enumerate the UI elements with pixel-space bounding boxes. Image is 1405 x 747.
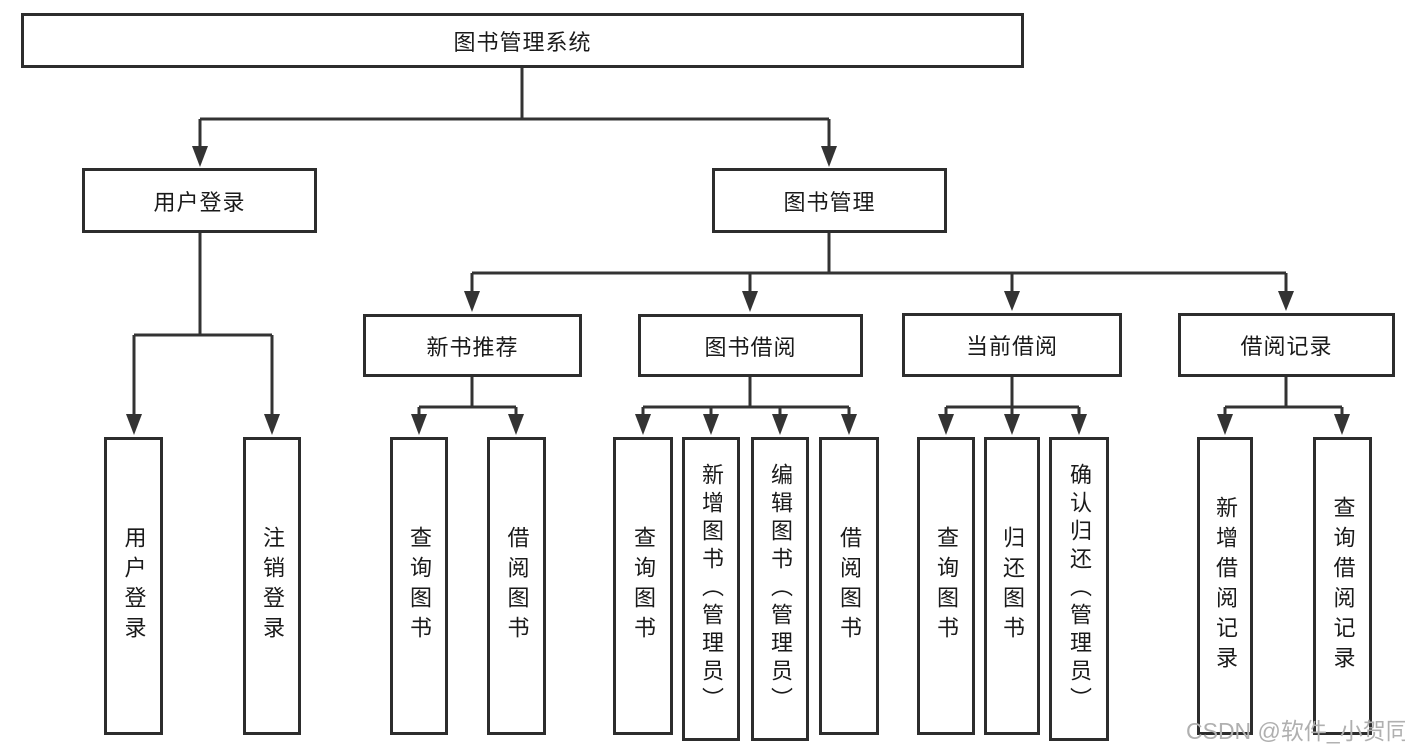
node-leaf-edit-book-admin: 编辑图书（管理员） [751, 437, 809, 741]
arrowhead-icon [938, 414, 954, 435]
node-leaf-add-borrow-record: 新增借阅记录 [1197, 437, 1253, 735]
connector-root-to-level2 [192, 66, 837, 167]
arrowhead-icon [126, 414, 142, 435]
arrowhead-icon [464, 291, 480, 312]
node-leaf-user-login: 用户登录 [104, 437, 163, 735]
arrowhead-icon [264, 414, 280, 435]
node-leaf-query-book-3: 查询图书 [917, 437, 975, 735]
arrowhead-icon [821, 146, 837, 167]
arrowhead-icon [508, 414, 524, 435]
arrowhead-icon [1217, 414, 1233, 435]
arrowhead-icon [1004, 291, 1020, 311]
arrowhead-icon [1004, 414, 1020, 435]
watermark: CSDN @软件_小贺同学 [1186, 718, 1405, 744]
connector-book-borrow-to-leaves [635, 377, 857, 435]
node-leaf-return-book: 归还图书 [984, 437, 1040, 735]
arrowhead-icon [1334, 414, 1350, 435]
connector-new-book-to-leaves [411, 377, 524, 435]
connector-borrow-record-to-leaves [1217, 377, 1350, 435]
node-leaf-borrow-book-1: 借阅图书 [487, 437, 546, 735]
connector-current-borrow-to-leaves [938, 377, 1087, 435]
arrowhead-icon [772, 414, 788, 435]
arrowhead-icon [1071, 414, 1087, 435]
node-leaf-logout: 注销登录 [243, 437, 301, 735]
arrowhead-icon [192, 146, 208, 167]
arrowhead-icon [703, 414, 719, 435]
connector-book-management-to-level3 [464, 233, 1294, 312]
node-leaf-add-book-admin: 新增图书（管理员） [682, 437, 740, 741]
node-user-login: 用户登录 [82, 168, 317, 233]
arrowhead-icon [1278, 291, 1294, 311]
arrowhead-icon [635, 414, 651, 435]
node-leaf-borrow-book-2: 借阅图书 [819, 437, 879, 735]
connector-user-login-to-leaves [126, 233, 280, 435]
node-leaf-query-book-1: 查询图书 [390, 437, 448, 735]
node-root-system: 图书管理系统 [21, 13, 1024, 68]
node-leaf-query-book-2: 查询图书 [613, 437, 673, 735]
arrowhead-icon [411, 414, 427, 435]
arrowhead-icon [742, 291, 758, 312]
node-book-management: 图书管理 [712, 168, 947, 233]
node-new-book-recommend: 新书推荐 [363, 314, 582, 377]
node-leaf-query-borrow-record: 查询借阅记录 [1313, 437, 1372, 735]
node-book-borrow: 图书借阅 [638, 314, 863, 377]
node-borrow-record: 借阅记录 [1178, 313, 1395, 377]
node-current-borrow: 当前借阅 [902, 313, 1122, 377]
arrowhead-icon [841, 414, 857, 435]
node-leaf-confirm-return-admin: 确认归还（管理员） [1049, 437, 1109, 741]
